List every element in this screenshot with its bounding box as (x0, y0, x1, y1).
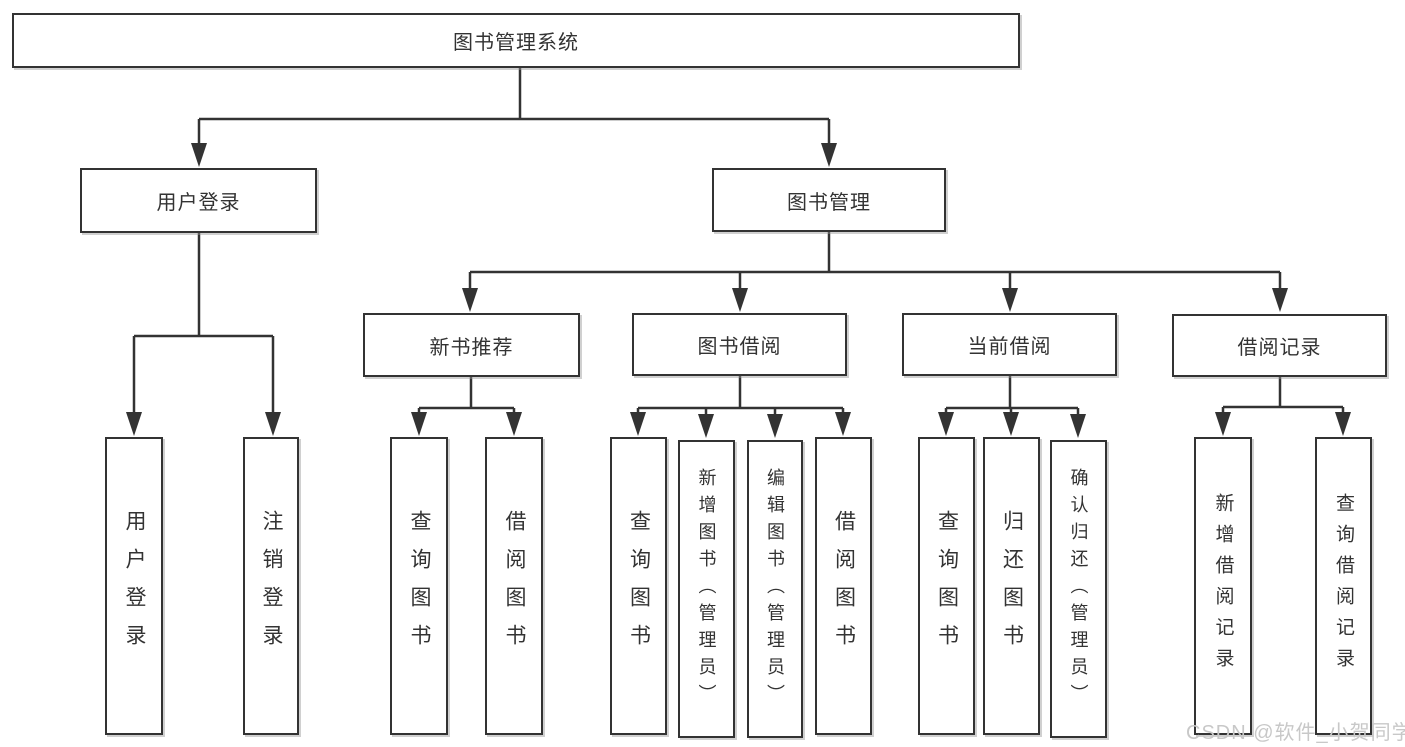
leaf-user-login: 用户登录 (105, 437, 163, 735)
arrow-to-current-borrow (1002, 272, 1018, 312)
node-user-login: 用户登录 (80, 168, 317, 233)
arrow-to-leaf-user-1 (265, 336, 281, 436)
leaf-current-return: 归还图书 (983, 437, 1040, 735)
node-new-books: 新书推荐 (363, 313, 580, 377)
leaf-borrow-edit-admin: 编辑图书（管理员） (747, 440, 803, 738)
leaf-borrow-query: 查询图书 (610, 437, 667, 735)
arrow-to-leaf-borrow-3 (835, 408, 851, 436)
arrow-to-new-books (462, 272, 478, 312)
arrow-to-leaf-borrow-0 (630, 408, 646, 436)
arrow-to-leaf-records-0 (1215, 407, 1231, 436)
node-current-borrow: 当前借阅 (902, 313, 1117, 376)
node-book-mgmt: 图书管理 (712, 168, 946, 232)
leaf-borrow-borrow: 借阅图书 (815, 437, 872, 735)
arrow-to-leaf-user-0 (126, 336, 142, 436)
arrow-to-book-borrow (732, 272, 748, 312)
leaf-borrow-add-admin: 新增图书（管理员） (678, 440, 735, 738)
arrow-to-leaf-records-1 (1335, 407, 1351, 436)
leaf-current-query: 查询图书 (918, 437, 975, 735)
arrow-to-leaf-borrow-2 (767, 408, 783, 438)
arrow-to-leaf-borrow-1 (698, 408, 714, 438)
csdn-watermark: CSDN @软件_小贺同学 (1186, 722, 1405, 744)
leaf-records-add: 新增借阅记录 (1194, 437, 1252, 735)
node-borrow-records: 借阅记录 (1172, 314, 1387, 377)
arrow-to-leaf-newbooks-1 (506, 408, 522, 436)
arrow-to-leaf-newbooks-0 (411, 408, 427, 436)
node-root: 图书管理系统 (12, 13, 1020, 68)
leaf-current-confirm-admin: 确认归还（管理员） (1050, 440, 1107, 738)
node-book-borrow: 图书借阅 (632, 313, 847, 376)
leaf-records-query: 查询借阅记录 (1315, 437, 1372, 735)
leaf-newbooks-borrow: 借阅图书 (485, 437, 543, 735)
arrow-to-leaf-current-1 (1003, 408, 1019, 436)
arrow-to-user-login (191, 119, 207, 167)
arrow-to-book-mgmt (821, 119, 837, 167)
leaf-newbooks-query: 查询图书 (390, 437, 448, 735)
arrow-to-borrow-records (1272, 272, 1288, 312)
arrow-to-leaf-current-0 (938, 408, 954, 436)
arrow-to-leaf-current-2 (1070, 408, 1086, 438)
leaf-logout: 注销登录 (243, 437, 299, 735)
